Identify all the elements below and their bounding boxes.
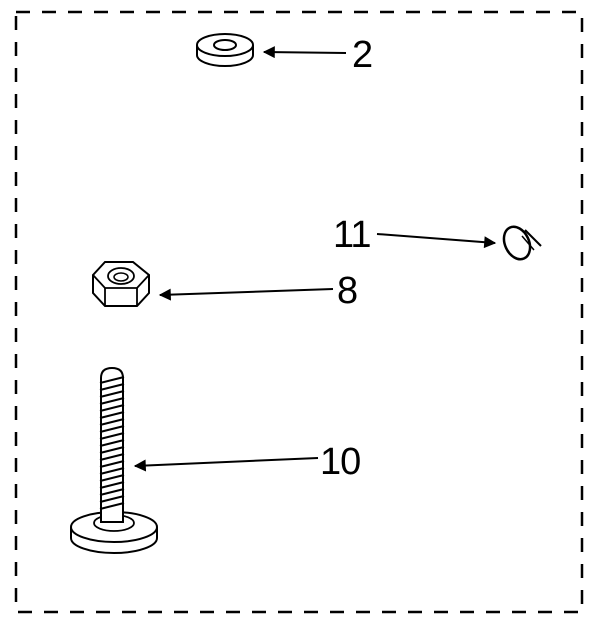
bolt-thread — [99, 502, 125, 510]
hex-nut-part — [92, 261, 150, 307]
bolt-thread — [99, 397, 125, 405]
callout-label-2: 2 — [352, 34, 373, 76]
bolt-thread — [99, 411, 125, 419]
bolt-thread — [99, 439, 125, 447]
bolt-thread — [99, 383, 125, 391]
bolt-thread — [99, 481, 125, 489]
arrow-11 — [376, 233, 497, 249]
callout-label-10: 10 — [320, 441, 361, 483]
callout-label-11: 11 — [333, 214, 371, 256]
bolt-thread — [99, 453, 125, 461]
bolt-thread — [99, 404, 125, 412]
bolt-thread — [99, 488, 125, 496]
bolt-thread — [99, 460, 125, 468]
callout-label-8: 8 — [337, 270, 358, 312]
dashed-border — [14, 10, 584, 614]
bolt-thread — [99, 446, 125, 454]
arrow-8 — [158, 288, 334, 301]
washer-part — [196, 33, 254, 67]
bolt-thread — [99, 418, 125, 426]
bolt-thread — [99, 495, 125, 503]
arrow-10 — [133, 457, 319, 472]
clip-part — [502, 225, 542, 261]
arrow-2 — [262, 46, 347, 59]
bolt-thread — [99, 390, 125, 398]
bolt-thread — [99, 432, 125, 440]
bolt-thread — [99, 376, 125, 384]
bolt-part — [70, 366, 158, 554]
bolt-thread — [99, 467, 125, 475]
bolt-thread — [99, 425, 125, 433]
bolt-thread — [99, 474, 125, 482]
